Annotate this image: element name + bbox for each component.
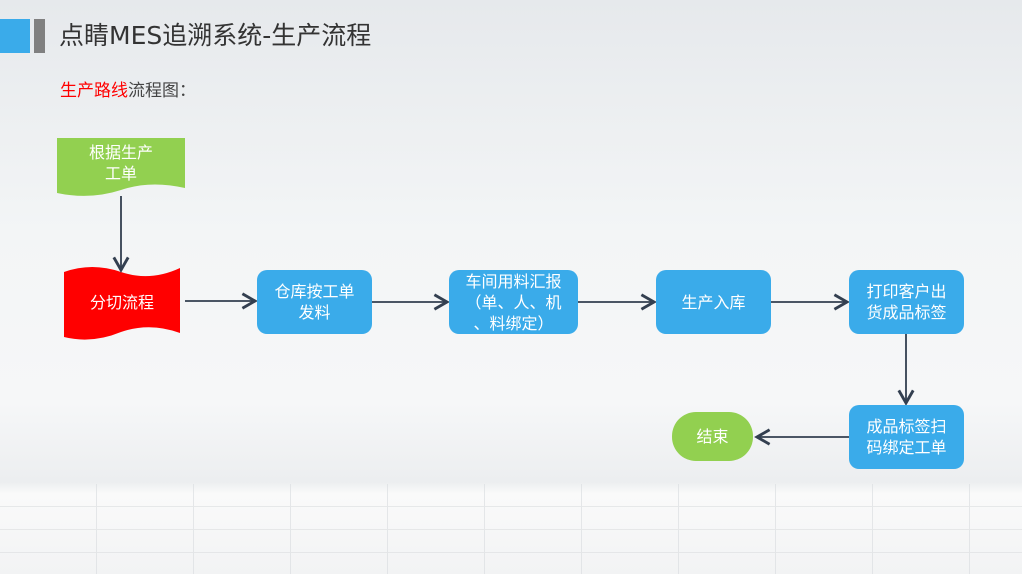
split-node: 分切流程 — [89, 292, 154, 312]
floor-grid-background — [0, 484, 1022, 574]
split-tape-shape — [64, 267, 180, 340]
step-production-storage: 生产入库 — [656, 270, 771, 334]
subtitle-highlight: 生产路线 — [60, 81, 128, 101]
end-terminator-shape — [672, 412, 753, 461]
step-workshop-report: 车间用料汇报 （单、人、机 、料绑定） — [449, 270, 578, 334]
flowchart-subtitle: 生产路线流程图： — [60, 76, 196, 101]
title-accent-bar — [34, 19, 45, 53]
title-accent-block — [0, 19, 30, 53]
page-title: 点睛MES追溯系统-生产流程 — [59, 21, 372, 50]
step-print-labels: 打印客户出 货成品标签 — [849, 270, 964, 334]
step-scan-bind: 成品标签扫 码绑定工单 — [849, 405, 964, 469]
start-shape — [57, 138, 185, 196]
step-warehouse-issue: 仓库按工单 发料 — [257, 270, 372, 334]
start-node: 根据生产 工单 — [88, 143, 153, 183]
subtitle-rest: 流程图： — [128, 81, 196, 101]
end-node: 结束 — [696, 427, 729, 446]
